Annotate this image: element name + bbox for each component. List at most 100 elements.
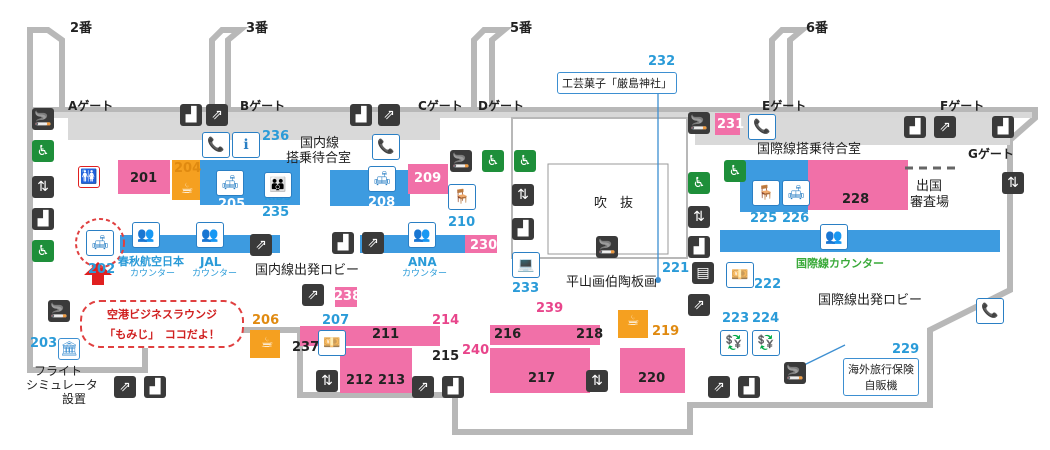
shop-202: 202: [88, 262, 116, 277]
escalator-icon: ⇗: [250, 234, 272, 256]
shop-231: 231: [717, 117, 745, 132]
gate-a-label: Aゲート: [68, 99, 114, 113]
escalator-icon: ⇗: [412, 376, 434, 398]
stairs-icon: ▟: [442, 376, 464, 398]
shop-217: 217: [528, 371, 556, 386]
stairs-icon: ▟: [512, 218, 534, 240]
pier-6-label: 6番: [806, 21, 829, 36]
shop-230: 230: [470, 238, 498, 253]
insurance-line1: 海外旅行保険: [848, 363, 914, 376]
accessible-toilet-icon: ♿: [32, 140, 54, 162]
shop-226: 226: [782, 211, 810, 226]
callout-line1: 空港ビジネスラウンジ: [107, 308, 217, 321]
counter-icon: 👥: [820, 224, 848, 250]
shop-223: 223: [722, 311, 750, 326]
stairs-icon: ▟: [32, 208, 54, 230]
accessible-toilet-icon: ♿: [482, 150, 504, 172]
shop-233: 233: [512, 281, 540, 296]
shop-219: 219: [652, 324, 680, 339]
gate-e-label: Eゲート: [762, 99, 807, 113]
painting-label: 平山画伯陶板画: [566, 275, 658, 290]
escalator-icon: ⇗: [362, 232, 384, 254]
smoking-icon: 🚬: [784, 362, 806, 384]
insurance-box: 海外旅行保険 自販機: [843, 358, 919, 396]
international-counter: 国際線カウンター: [796, 257, 884, 270]
crafts-box: 工芸菓子「厳島神社」: [557, 72, 677, 94]
shop-236: 236: [262, 129, 290, 144]
shop-211: 211: [372, 327, 400, 342]
stairs-icon: ▟: [688, 236, 710, 258]
accessible-toilet-icon: ♿: [32, 240, 54, 262]
info-icon: ℹ: [232, 132, 260, 158]
phone-icon: 📞: [748, 114, 776, 140]
callout-line2: 「もみじ」 ココだよ！: [104, 328, 220, 341]
elevator-icon: ⇅: [512, 184, 534, 206]
accessible-toilet-icon: ♿: [514, 150, 536, 172]
shop-214: 214: [432, 313, 460, 328]
shop-220: 220: [638, 371, 666, 386]
shop-225: 225: [750, 211, 778, 226]
counter-icon: 👥: [408, 222, 436, 248]
flight-sim-line3: 設置: [62, 392, 87, 406]
accessible-toilet-icon: ♿: [724, 160, 746, 182]
escalator-icon: ⇗: [934, 116, 956, 138]
stairs-icon: ▟: [904, 116, 926, 138]
stairs-icon: ▟: [350, 104, 372, 126]
shop-240: 240: [462, 343, 490, 358]
shop-218: 218: [576, 327, 604, 342]
shop-204: 204: [174, 161, 202, 176]
shop-205: 205: [218, 197, 246, 212]
international-waiting-label: 国際線搭乗待合室: [757, 142, 862, 157]
counter-icon: 👥: [132, 222, 160, 248]
escalator-icon: ⇗: [378, 104, 400, 126]
elevator-icon: ⇅: [316, 370, 338, 392]
shop-224: 224: [752, 311, 780, 326]
shop-235: 235: [262, 205, 290, 220]
phone-icon: 📞: [976, 298, 1004, 324]
cafe-icon: ☕: [176, 178, 198, 200]
elevator-icon: ⇅: [688, 206, 710, 228]
gate-d-label: Dゲート: [478, 99, 524, 113]
waiting-icon: 🪑: [752, 180, 780, 206]
stairs-icon: ▟: [992, 116, 1014, 138]
pier-3-label: 3番: [246, 21, 269, 36]
shop-232: 232: [648, 54, 676, 69]
shop-209: 209: [414, 171, 442, 186]
lounge-icon: 🛋: [216, 170, 244, 196]
waiting-icon: 🪑: [448, 184, 476, 210]
escalator-icon: ⇗: [114, 376, 136, 398]
international-departure-lobby-label: 国際線出発ロビー: [818, 293, 923, 308]
stairs-icon: ▟: [180, 104, 202, 126]
smoking-icon: 🚬: [32, 108, 54, 130]
smoking-icon: 🚬: [48, 300, 70, 322]
spring-counter-word: カウンター: [130, 269, 176, 279]
ana-counter: ANA: [408, 255, 437, 269]
gate-f-label: Fゲート: [940, 99, 985, 113]
phone-icon: 📞: [372, 134, 400, 160]
kids-icon: 👪: [264, 172, 292, 198]
insurance-line2: 自販機: [864, 379, 898, 392]
smoking-icon: 🚬: [688, 112, 710, 134]
shop-228: 228: [842, 192, 870, 207]
jal-counter: JAL: [200, 255, 222, 269]
elevator-icon: ⇅: [32, 176, 54, 198]
domestic-waiting-line1: 国内線: [300, 136, 340, 151]
pier-5-label: 5番: [510, 21, 533, 36]
accessible-toilet-icon: ♿: [688, 172, 710, 194]
shop-201: 201: [130, 171, 158, 186]
flight-sim-line1: フライト: [34, 364, 83, 378]
shop-206: 206: [252, 313, 280, 328]
immigration-line1: 出国: [916, 179, 943, 194]
escalator-icon: ⇗: [688, 294, 710, 316]
shop-212: 212: [346, 373, 374, 388]
stairs-icon: ▟: [332, 232, 354, 254]
lounge-callout: 空港ビジネスラウンジ 「もみじ」 ココだよ！: [80, 300, 244, 348]
exchange-icon: 💱: [720, 330, 748, 356]
stairs-icon: ▟: [738, 376, 760, 398]
escalator-icon: ⇗: [302, 284, 324, 306]
shop-207: 207: [322, 313, 350, 328]
shop-215: 215: [432, 349, 460, 364]
lounge-icon: 🛋: [782, 180, 810, 206]
ana-counter-word: カウンター: [402, 269, 448, 279]
